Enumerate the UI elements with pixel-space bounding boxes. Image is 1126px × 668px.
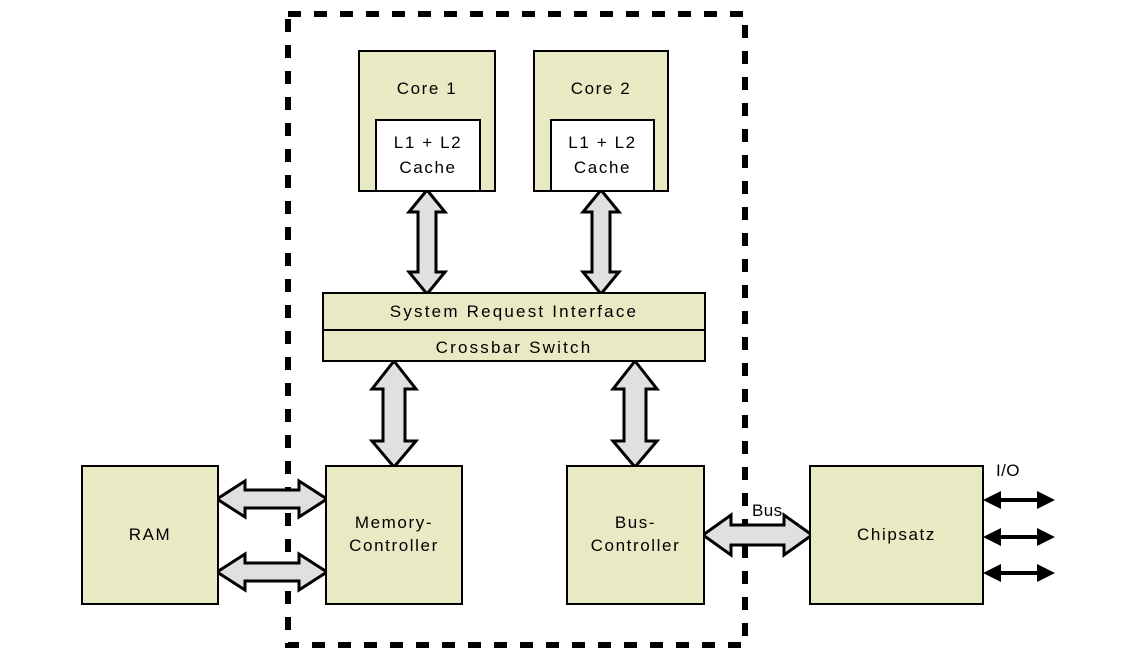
arrow-core1-to-sri (405, 187, 449, 297)
io-arrow-2 (983, 528, 1055, 546)
core-1-title: Core 1 (396, 79, 458, 98)
arrow-crossbar-to-memory-controller (368, 358, 420, 470)
crossbar-switch-row[interactable]: Crossbar Switch (324, 329, 704, 364)
core-1-box[interactable]: Core 1 L1 + L2 Cache (358, 50, 496, 192)
arrow-core2-to-sri (579, 187, 623, 297)
bus-label: Bus (752, 501, 783, 520)
core-2-box[interactable]: Core 2 L1 + L2 Cache (533, 50, 669, 192)
memory-controller-box[interactable]: Memory- Controller (325, 465, 463, 605)
core-1-cache-box[interactable]: L1 + L2 Cache (375, 119, 481, 192)
bus-controller-box[interactable]: Bus- Controller (566, 465, 705, 605)
system-request-interface-row[interactable]: System Request Interface (389, 301, 639, 321)
io-label: I/O (996, 461, 1020, 480)
ram-box[interactable]: RAM (81, 465, 219, 605)
chipsatz-box[interactable]: Chipsatz (809, 465, 984, 605)
core-2-cache-box[interactable]: L1 + L2 Cache (550, 119, 655, 192)
interconnect-stack: System Request Interface Crossbar Switch (322, 292, 706, 362)
io-arrow-3 (983, 564, 1055, 582)
arrow-bus-controller-to-chipsatz (700, 512, 815, 558)
arrow-ram-memory-lower (214, 551, 330, 593)
io-arrow-1 (983, 491, 1055, 509)
arrow-crossbar-to-bus-controller (609, 358, 661, 470)
core-2-title: Core 2 (570, 79, 632, 98)
arrow-ram-memory-upper (214, 478, 330, 520)
